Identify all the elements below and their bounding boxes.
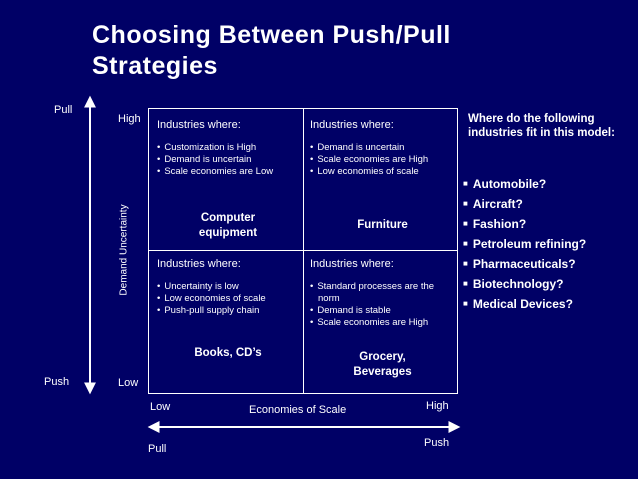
strategy-matrix: Industries where: Customization is High …: [148, 108, 458, 394]
quadrant-bottom-right: Industries where: Standard processes are…: [310, 258, 455, 388]
bullet-item: Demand is stable: [310, 305, 455, 317]
bullet-item: Standard processes are the norm: [310, 281, 455, 305]
bullet-item: Demand is uncertain: [157, 154, 299, 166]
quadrant-heading: Industries where:: [157, 119, 241, 131]
quadrant-bullets: Uncertainty is low Low economies of scal…: [157, 281, 299, 317]
industry-question-item: Fashion?: [463, 214, 586, 234]
quadrant-bullets: Customization is High Demand is uncertai…: [157, 142, 299, 178]
vertical-bottom-label: Push: [44, 376, 70, 388]
bullet-item: Customization is High: [157, 142, 299, 154]
scale-high-label: High: [426, 400, 449, 412]
industry-question-item: Biotechnology?: [463, 274, 586, 294]
industry-question-item: Aircraft?: [463, 194, 586, 214]
matrix-vertical-divider: [303, 109, 304, 393]
industry-label: Grocery, Beverages: [310, 350, 455, 380]
industry-question-item: Pharmaceuticals?: [463, 254, 586, 274]
industry-line: Books, CD’s: [194, 347, 262, 359]
sidebar-question: Where do the following industries fit in…: [468, 113, 615, 139]
bullet-item: Scale economies are High: [310, 317, 455, 329]
industry-label: Computer equipment: [157, 211, 299, 241]
bullet-item: Low economies of scale: [157, 293, 299, 305]
bullet-item: Low economies of scale: [310, 166, 455, 178]
industry-line: Beverages: [353, 366, 412, 378]
quadrant-heading: Industries where:: [310, 258, 394, 270]
industry-question-item: Automobile?: [463, 174, 586, 194]
bullet-item: Push-pull supply chain: [157, 305, 299, 317]
slide-title: Choosing Between Push/Pull Strategies: [92, 20, 451, 82]
bullet-item: Uncertainty is low: [157, 281, 299, 293]
industry-line: Computer: [200, 212, 256, 224]
industry-line: Grocery,: [359, 351, 406, 363]
demand-high-label: High: [118, 113, 141, 125]
economies-of-scale-axis-title: Economies of Scale: [249, 404, 347, 416]
bullet-item: Scale economies are Low: [157, 166, 299, 178]
quadrant-heading: Industries where:: [157, 258, 241, 270]
industry-line: equipment: [198, 227, 258, 239]
horizontal-right-label: Push: [424, 437, 450, 449]
vertical-top-label: Pull: [54, 104, 73, 116]
title-line-1: Choosing Between Push/Pull: [92, 21, 451, 49]
horizontal-left-label: Pull: [148, 443, 167, 455]
quadrant-bottom-left: Industries where: Uncertainty is low Low…: [157, 258, 299, 388]
industry-label: Books, CD’s: [157, 346, 299, 361]
industry-question-list: Automobile? Aircraft? Fashion? Petroleum…: [463, 174, 586, 314]
quadrant-bullets: Standard processes are the norm Demand i…: [310, 281, 455, 329]
industry-question-item: Petroleum refining?: [463, 234, 586, 254]
demand-uncertainty-axis-title: Demand Uncertainty: [118, 204, 130, 296]
demand-low-label: Low: [118, 377, 139, 389]
industry-label: Furniture: [310, 218, 455, 233]
quadrant-top-right: Industries where: Demand is uncertain Sc…: [310, 119, 455, 249]
bullet-item: Demand is uncertain: [310, 142, 455, 154]
quadrant-top-left: Industries where: Customization is High …: [157, 119, 299, 249]
title-line-2: Strategies: [92, 52, 218, 80]
quadrant-heading: Industries where:: [310, 119, 394, 131]
industry-line: Furniture: [357, 219, 408, 231]
bullet-item: Scale economies are High: [310, 154, 455, 166]
quadrant-bullets: Demand is uncertain Scale economies are …: [310, 142, 455, 178]
industry-question-item: Medical Devices?: [463, 294, 586, 314]
scale-low-label: Low: [150, 401, 171, 413]
